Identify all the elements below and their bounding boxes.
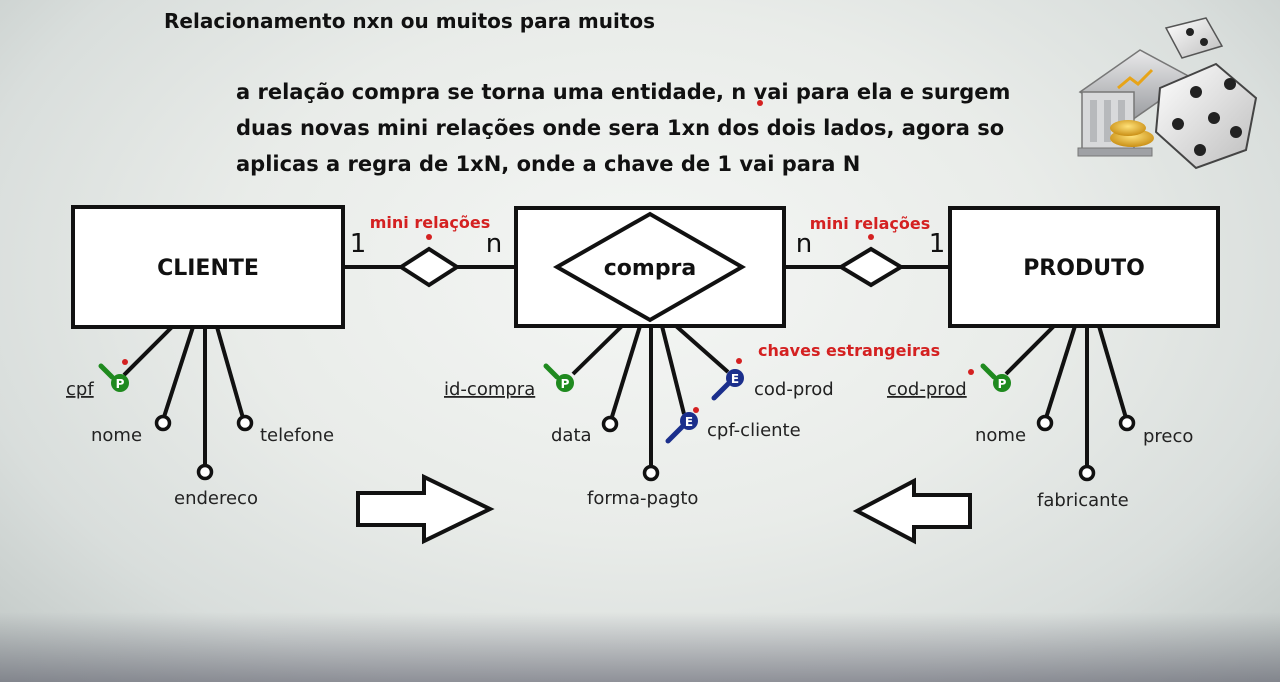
svg-text:P: P [561,377,570,391]
attribute-cliente-cpf: cpf [66,379,94,400]
attribute-line [1044,325,1077,419]
attribute-compra-id: id-compra [444,379,535,400]
explanation-line-3: aplicas a regra de 1xN, onde a chave de … [236,152,861,176]
svg-text:E: E [731,372,739,386]
attribute-marker [642,464,660,482]
cardinality-right-one: 1 [929,229,946,259]
relation-diamond-right [837,246,905,288]
explanation-line-2: duas novas mini relações onde sera 1xn d… [236,116,1005,140]
attribute-produto-nome: nome [975,425,1026,446]
svg-text:P: P [116,377,125,391]
note-mini-relations-right: mini relações [810,214,930,233]
explanation-line-1: a relação compra se torna uma entidade, … [236,80,1011,104]
attribute-line [161,326,195,421]
attribute-line [1097,325,1128,419]
entity-produto [948,206,1220,328]
attribute-marker [1036,414,1054,432]
entity-produto-label: PRODUTO [1023,256,1145,281]
attribute-line [660,325,686,415]
associative-diamond [552,211,747,323]
svg-text:P: P [998,377,1007,391]
entity-compra-label: compra [604,256,697,281]
red-marker-dot [868,234,874,240]
attribute-line [674,324,730,374]
attribute-line [609,325,642,421]
attribute-cliente-endereco: endereco [174,488,258,509]
red-marker-dot [426,234,432,240]
foreign-key-icon: E [665,412,698,444]
attribute-line [1004,324,1056,376]
entity-cliente [71,205,345,329]
primary-key-icon: P [98,363,129,392]
attribute-marker [236,414,254,432]
entity-cliente-label: CLIENTE [157,256,259,281]
red-marker-dot [122,359,128,365]
attribute-compra-data: data [551,425,592,446]
cardinality-right-n: n [796,229,812,259]
attribute-compra-cod-prod: cod-prod [754,379,834,400]
attribute-marker [196,463,214,481]
foreign-key-icon: E [711,369,744,401]
primary-key-icon: P [543,363,574,392]
attribute-line [215,326,245,419]
relation-diamond-left [397,246,461,288]
attribute-compra-forma-pagto: forma-pagto [587,488,698,509]
red-marker-dot [693,407,699,413]
attribute-produto-cod-prod: cod-prod [887,379,967,400]
note-mini-relations-left: mini relações [370,213,490,232]
attribute-marker [154,414,172,432]
attribute-line [571,324,624,376]
cardinality-left-n: n [486,229,502,259]
attribute-cliente-nome: nome [91,425,142,446]
attribute-marker [601,415,619,433]
bottom-fade [0,612,1280,682]
svg-text:E: E [685,415,693,429]
explanation-text: a relação compra se torna uma entidade, … [236,74,1076,182]
attribute-marker [1078,464,1096,482]
primary-key-icon: P [980,363,1011,392]
arrow-right-icon [356,473,495,545]
attribute-marker [1118,414,1136,432]
attribute-line [122,325,174,377]
attribute-compra-cpf-cliente: cpf-cliente [707,420,801,441]
bank-dice-logo-icon [1077,17,1258,170]
note-foreign-keys: chaves estrangeiras [758,341,940,360]
attribute-produto-preco: preco [1143,426,1193,447]
arrow-left-icon [852,477,972,545]
red-marker-dot [736,358,742,364]
attribute-produto-fabricante: fabricante [1037,490,1129,511]
cardinality-left-one: 1 [350,229,367,259]
red-marker-dot [757,100,763,106]
attribute-cliente-telefone: telefone [260,425,334,446]
red-marker-dot [968,369,974,375]
page-title: Relacionamento nxn ou muitos para muitos [164,9,656,33]
